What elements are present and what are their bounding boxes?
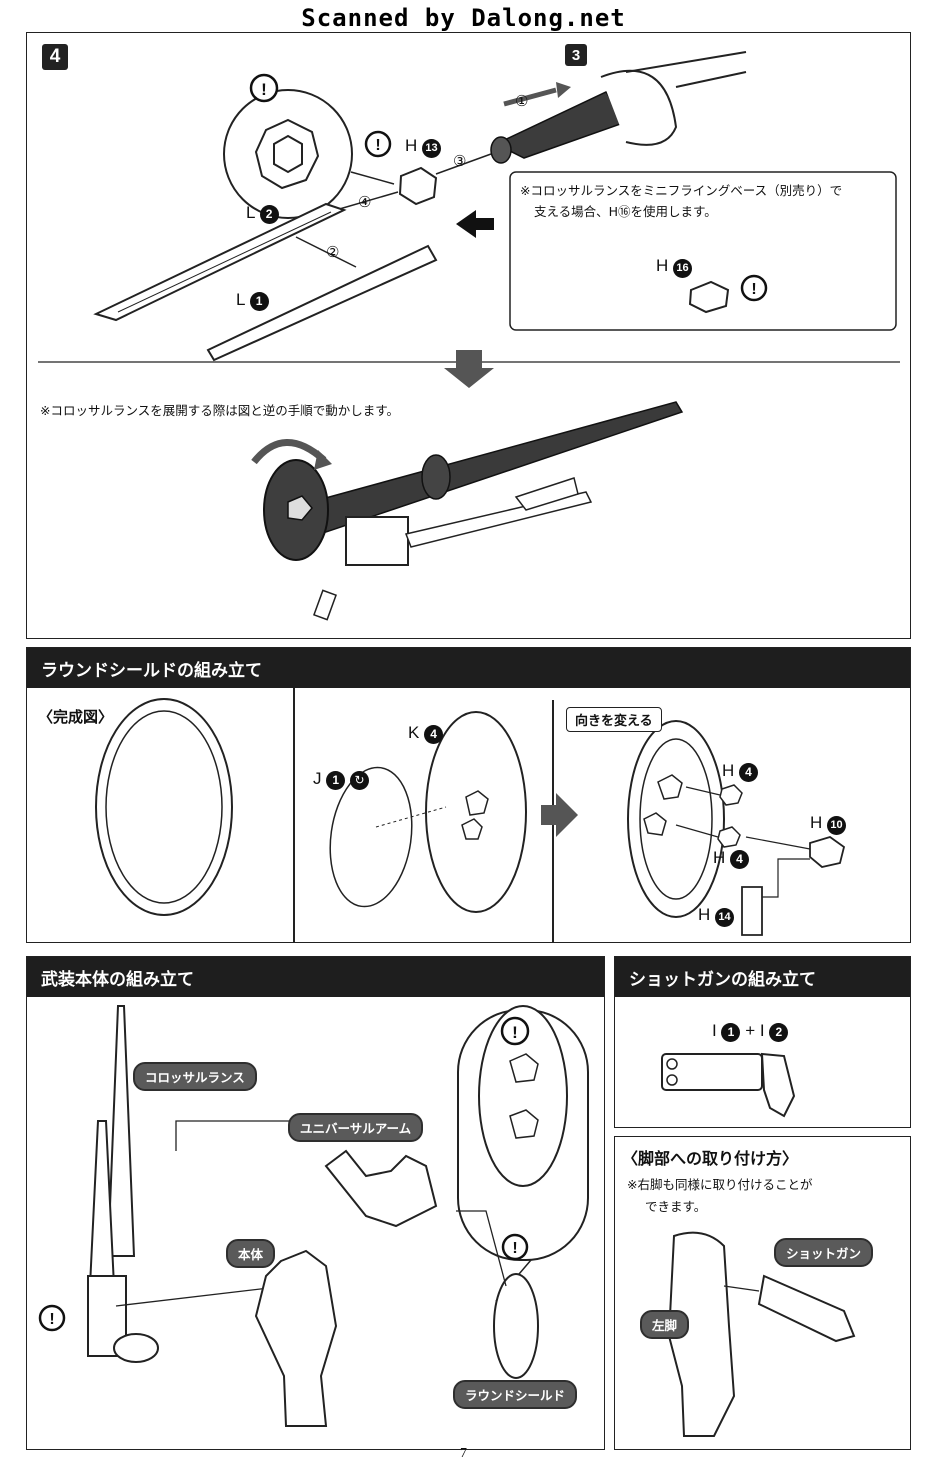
label-h13: H 13 [405,136,442,158]
lance-spike-tall [106,1005,136,1257]
step4-illustration: ! ! ! [38,51,900,621]
warning-icon-h13 [364,130,392,158]
part-h10-shape [809,836,846,868]
part-h13-shape [398,166,438,206]
completed-shield [95,698,233,916]
part-h16-shape [688,280,730,314]
page-number: 7 [460,1446,467,1461]
shotgun-illustration [661,1052,796,1118]
sticker-icon: ↻ [349,771,369,790]
warning-icon-lance [38,1304,66,1332]
warning-icon-circle [249,73,279,103]
reoriented-shield [627,720,725,918]
round-shield-illustration [95,698,846,936]
step4-number: 4 [42,44,68,70]
part-l2-shape [93,202,347,322]
tag-shotgun: ショットガン [774,1238,874,1267]
deploy-note: ※コロッサルランスを展開する際は図と逆の手順で動かします。 [40,403,399,418]
body-figure-shape [254,1249,338,1427]
tag-universal-arm: ユニバーサルアーム [288,1113,424,1142]
shotgun-header: ショットガンの組み立て [615,957,910,997]
svg-text:!: ! [261,80,267,99]
base-note-line1: ※コロッサルランスをミニフライングベース（別売り）で [520,183,843,198]
warning-icon-shield [501,1233,529,1261]
completed-label: 〈完成図〉 [38,708,114,726]
lance-stand-base [113,1333,159,1363]
mounted-shotgun-shape [757,1274,856,1343]
part-number-h10: 10 [827,816,847,835]
base-note-line2: 支える場合、H⑯を使用します。 [534,204,717,219]
part-l1-shape [206,244,438,362]
left-leg-shape [667,1231,736,1437]
leg-mount-illustration [667,1231,856,1437]
shotgun-stock [760,1052,796,1118]
svg-text:!: ! [512,1023,518,1042]
arrow-label-2: ② [326,244,340,261]
svg-text:!: ! [751,281,756,298]
shotgun-barrel [661,1053,763,1091]
label-h14: H 14 [698,905,735,927]
part-number-h16: 16 [673,259,693,278]
lance-spike-short [88,1120,116,1287]
label-h10: H 10 [810,813,847,835]
base-note-box [509,171,897,331]
watermark-text: Scanned by Dalong.net [301,4,626,32]
round-shield-header: ラウンドシールドの組み立て [27,648,910,688]
round-shield-divider-1 [293,688,295,942]
part-number-i1: 1 [721,1023,741,1042]
leg-mount-heading: 〈脚部への取り付け方〉 [622,1149,799,1168]
svg-text:!: ! [375,137,380,154]
leg-note-line2: できます。 [645,1199,707,1214]
label-l1: L 1 [236,290,269,311]
tag-body: 本体 [226,1239,276,1268]
universal-arm-shape [324,1149,438,1228]
svg-text:!: ! [512,1240,517,1257]
arrow-label-1: ① [515,93,529,110]
label-h4-a: H 4 [722,761,759,782]
label-h16: H 16 [656,256,693,278]
nut-h4-a [719,784,743,806]
arrow-label-3: ③ [453,153,467,170]
right-arrow [541,793,578,837]
warning-icon-detail [500,1016,530,1046]
armament-illustration: ! ! ! [38,1005,589,1427]
armament-header: 武装本体の組み立て [27,957,604,997]
down-arrow [444,350,494,388]
shield-j1-sheet [329,766,413,908]
label-h4-b: H 4 [713,848,750,869]
part-number-l2: 2 [259,205,279,224]
svg-text:!: ! [49,1311,54,1328]
tag-colossal-lance: コロッサルランス [133,1062,257,1091]
warning-icon-h16 [740,274,768,302]
small-round-shield [493,1273,539,1379]
step4-panel [26,32,911,639]
label-l2: L 2 [246,203,279,224]
label-j1: J 1 ↻ [313,769,369,790]
part-number-k4: 4 [424,725,444,744]
part-number-l1: 1 [249,292,269,311]
part-number-h4-a: 4 [739,763,759,782]
part-number-h14: 14 [715,908,735,927]
step3-reference: 3 [565,44,587,66]
leg-note-line1: ※右脚も同様に取り付けることが [627,1177,813,1192]
part-h14-shape [741,886,763,936]
part-number-h13: 13 [422,139,442,158]
arrow-label-4: ④ [358,194,372,211]
label-i1-i2: I 1 + I 2 [712,1021,789,1042]
nut-h4-b [717,826,741,848]
label-k4: K 4 [408,723,444,744]
part-number-i2: 2 [769,1023,789,1042]
change-direction-label: 向きを変える [566,707,662,732]
part-number-h4-b: 4 [730,850,750,869]
tag-round-shield: ラウンドシールド [453,1380,578,1409]
tag-left-leg: 左脚 [640,1310,690,1339]
part-number-j1: 1 [326,771,346,790]
